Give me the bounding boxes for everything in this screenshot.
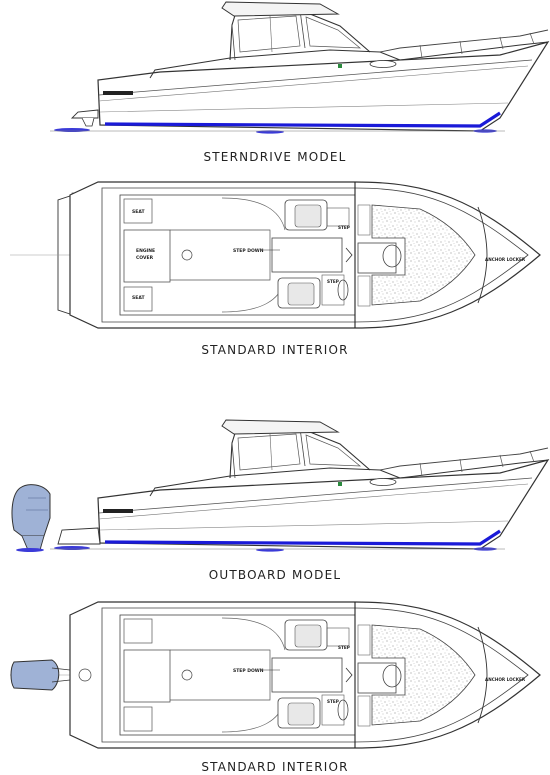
outboard-side-view xyxy=(11,418,550,554)
outboard-caption: OUTBOARD MODEL xyxy=(208,568,342,582)
cover-label: COVER xyxy=(136,255,154,261)
step-label-upper: STEP xyxy=(338,645,350,650)
interior-bottom-caption: STANDARD INTERIOR xyxy=(201,760,349,774)
interior-plan-top: SEAT SEAT ENGINE COVER STEP DOWN STEP ST… xyxy=(9,181,541,329)
seat-label-lower: SEAT xyxy=(132,295,145,301)
sterndrive-caption: STERNDRIVE MODEL xyxy=(203,150,347,164)
sterndrive-side-view xyxy=(48,0,550,136)
step-label-upper: STEP xyxy=(338,225,350,230)
step-label-lower: STEP xyxy=(327,699,339,704)
seat-label-upper: SEAT xyxy=(132,209,145,215)
step-down-label: STEP DOWN xyxy=(233,668,264,674)
interior-top-caption: STANDARD INTERIOR xyxy=(201,343,349,357)
interior-plan-bottom: STEP DOWN STEP STEP ANCHOR LOCKER xyxy=(9,601,541,749)
anchor-locker-label: ANCHOR LOCKER xyxy=(485,257,526,262)
outboard-top-icon xyxy=(10,659,71,691)
step-label-lower: STEP xyxy=(327,279,339,284)
anchor-locker-label: ANCHOR LOCKER xyxy=(485,677,526,682)
engine-label: ENGINE xyxy=(136,248,155,254)
step-down-label: STEP DOWN xyxy=(233,248,264,254)
outboard-engine-icon xyxy=(11,484,51,551)
